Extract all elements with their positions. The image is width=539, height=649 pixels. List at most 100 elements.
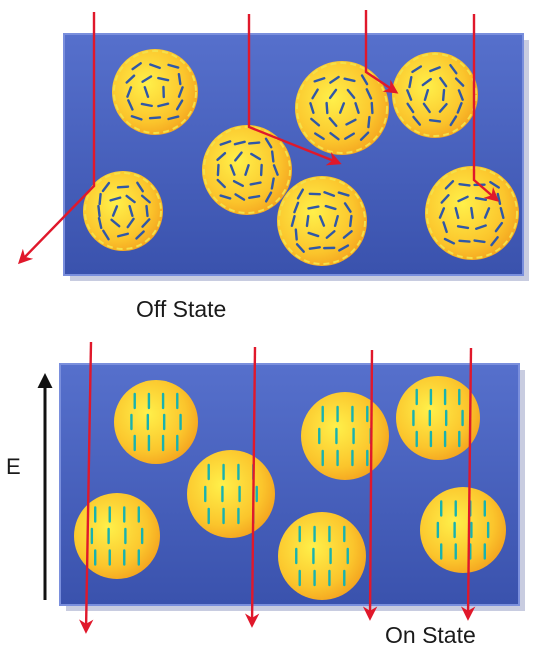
lc-molecule [295, 243, 305, 253]
lc-molecule [148, 116, 162, 120]
transmitted-ray [244, 346, 260, 628]
lc-molecule [130, 115, 143, 121]
lc-molecule [234, 193, 246, 201]
lc-molecule [328, 117, 338, 128]
transmitted-ray [362, 349, 378, 621]
lc-molecule [429, 66, 441, 73]
lc-molecule [348, 214, 353, 228]
droplet-rim [203, 126, 291, 214]
off-droplet [112, 49, 198, 135]
off-droplet [277, 176, 367, 266]
lc-molecule [131, 62, 142, 71]
scattered-ray [247, 14, 342, 166]
transmitted-ray [79, 341, 94, 634]
lc-molecule [249, 181, 262, 186]
lc-molecule [483, 207, 491, 219]
lc-molecule [412, 115, 422, 126]
lc-molecule [489, 180, 500, 189]
lc-molecule [141, 218, 151, 228]
off-state-panel [17, 10, 529, 281]
scattered-ray [17, 12, 96, 265]
lc-molecule [457, 195, 469, 203]
lc-molecule [325, 101, 329, 115]
droplet-rim [84, 172, 162, 250]
lc-molecule [175, 99, 184, 111]
lc-molecule [490, 236, 499, 247]
lc-molecule [329, 131, 340, 141]
lc-molecule [98, 192, 102, 206]
lc-molecule [97, 216, 103, 230]
droplet-body [112, 49, 198, 135]
on-droplet [420, 487, 506, 573]
lc-molecule [443, 237, 456, 245]
lc-molecule [102, 229, 110, 241]
lc-molecule [422, 102, 431, 114]
off-state-label: Off State [136, 296, 227, 322]
lc-molecule [324, 204, 337, 211]
lc-molecule [344, 132, 356, 140]
on-droplet [187, 450, 275, 538]
droplet-body [392, 52, 478, 138]
off-droplet [295, 61, 389, 155]
lc-molecule [442, 221, 448, 234]
lc-molecule [234, 151, 243, 162]
lc-molecule [307, 205, 320, 210]
lc-molecule [406, 89, 413, 101]
lc-molecule [109, 196, 122, 202]
lc-molecule [370, 101, 374, 115]
lc-molecule [456, 225, 470, 230]
lc-molecule [475, 224, 487, 230]
lc-molecule [307, 231, 320, 238]
lc-molecule [406, 102, 415, 114]
lc-molecule [126, 86, 133, 98]
on-droplet [396, 376, 480, 460]
lc-molecule [360, 74, 369, 86]
droplet-body [420, 487, 506, 573]
off-light-rays [17, 10, 500, 265]
lc-molecule [250, 152, 262, 161]
lc-molecule [219, 194, 232, 200]
lc-molecule [264, 191, 273, 203]
lc-molecule [157, 76, 170, 82]
lc-molecule [248, 194, 261, 200]
off-droplet [202, 125, 292, 215]
lc-molecule [473, 239, 486, 244]
lc-molecule [272, 164, 279, 176]
lc-molecule [456, 102, 463, 114]
lc-molecule [167, 115, 180, 121]
lc-molecule [290, 214, 296, 228]
lc-molecule [305, 214, 310, 228]
droplet-rim [296, 62, 388, 154]
lc-molecule [428, 118, 442, 123]
lc-molecule [233, 140, 246, 146]
lc-molecule [216, 178, 226, 189]
lc-molecule [449, 63, 458, 75]
droplet-rim [278, 177, 366, 265]
lc-molecule [125, 74, 136, 84]
lc-molecule [149, 63, 161, 70]
lc-molecule [354, 102, 360, 114]
lc-molecule [494, 221, 504, 233]
lc-molecule [346, 88, 356, 99]
lc-molecule [264, 137, 273, 149]
lc-molecule [449, 115, 458, 127]
off-droplet [392, 52, 478, 138]
lc-molecule [125, 194, 136, 204]
on-droplet [278, 512, 366, 600]
lc-molecule [408, 75, 413, 89]
off-droplet [83, 171, 163, 251]
lc-molecule [367, 115, 371, 129]
lc-molecule [343, 202, 352, 213]
lc-molecule [270, 177, 275, 190]
on-state-panel [59, 341, 525, 634]
lc-molecule [458, 239, 471, 243]
lc-molecule [458, 182, 471, 187]
lc-molecule [345, 118, 357, 126]
transmitted-ray [460, 347, 476, 621]
lc-molecule [111, 205, 119, 217]
lc-molecule [110, 218, 121, 228]
lc-molecule [232, 179, 245, 188]
lc-molecule [309, 102, 315, 114]
lc-molecule [328, 88, 338, 100]
